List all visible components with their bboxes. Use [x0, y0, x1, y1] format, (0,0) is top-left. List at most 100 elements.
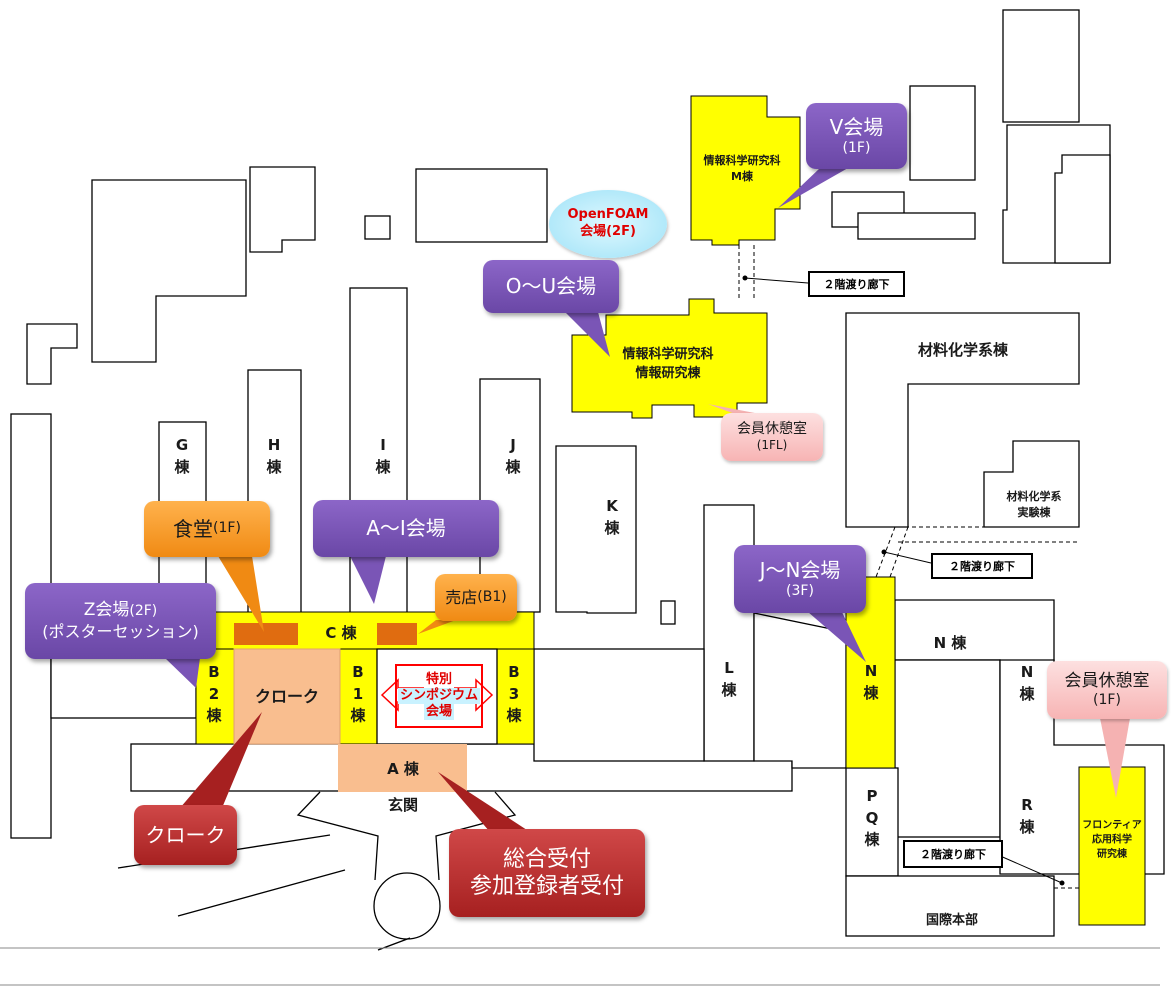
label-entrance: 玄関: [388, 796, 418, 814]
lounge-right-tail: [1100, 718, 1130, 798]
ai-venue-tail: [350, 556, 386, 604]
label-line: 棟: [863, 684, 879, 702]
label-line: 棟: [350, 707, 366, 725]
ou-venue-tail: [565, 312, 610, 357]
label-line: N 棟: [934, 634, 968, 652]
label-zairyo-jikken: 材料化学系実験棟: [1007, 489, 1062, 519]
building-b3-east: [533, 648, 705, 762]
highlight-areas: [195, 95, 1146, 926]
z-venue-title-row: Z会場(2F): [84, 600, 158, 621]
label-line: 2: [209, 685, 219, 703]
label-kokusai: 国際本部: [926, 912, 978, 928]
building-b1-yellow: [339, 648, 378, 745]
shop-callout: 売店 (B1): [435, 574, 517, 621]
label-line: 3: [509, 685, 519, 703]
corridors: [738, 245, 1079, 889]
corridor-middle-label: ２階渡り廊下: [931, 553, 1033, 579]
label-line: 棟: [721, 681, 737, 699]
cloak-title: クローク: [145, 822, 226, 847]
label-line: A 棟: [387, 760, 420, 778]
v-venue-floor: (1F): [842, 139, 871, 156]
shop-title: 売店: [445, 587, 478, 607]
corridor-top-label: ２階渡り廊下: [808, 271, 905, 297]
label-line: 棟: [174, 458, 190, 476]
openfoam-line2: 会場(2F): [580, 224, 636, 239]
building-johokagaku-m: [690, 95, 801, 246]
label-line: 応用科学: [1092, 833, 1132, 846]
label-line: 棟: [604, 519, 620, 537]
label-line: 棟: [506, 707, 522, 725]
label-line: 研究棟: [1097, 847, 1128, 860]
corridor-top-pointer: [744, 277, 809, 284]
label-a: A 棟: [387, 760, 420, 778]
label-line: 情報研究棟: [635, 365, 701, 381]
lounge-top-tail: [708, 404, 760, 414]
v-venue-tail: [778, 168, 848, 208]
z-venue-sub: (ポスターセッション): [42, 621, 199, 641]
corridor-middle-dot: [881, 549, 887, 555]
label-line: 棟: [864, 831, 880, 849]
label-cloak-room: クローク: [255, 687, 319, 706]
corridor-top-dash: [738, 245, 755, 298]
label-zairyo: 材料化学系棟: [918, 341, 1009, 359]
ou-venue-callout: O～U会場: [483, 260, 619, 313]
building-connector-small: [660, 600, 676, 625]
label-line: 材料化学系棟: [918, 341, 1009, 359]
label-line: L: [724, 659, 734, 677]
label-line: 棟: [375, 458, 391, 476]
label-line: N: [865, 662, 878, 680]
label-line: 1: [353, 685, 363, 703]
openfoam-callout: OpenFOAM 会場(2F): [549, 190, 667, 258]
label-line: R: [1021, 796, 1033, 814]
label-line: H: [268, 436, 281, 454]
entrance-circle: [373, 872, 441, 940]
z-venue-floor: (2F): [129, 603, 158, 620]
label-line: B: [208, 663, 219, 681]
label-line: M棟: [731, 169, 754, 183]
ai-venue-callout: A～I会場: [313, 500, 499, 557]
symposium-line2: シンポジウム: [397, 687, 480, 705]
label-line: 国際本部: [926, 912, 978, 928]
building-top-right-2: [909, 85, 976, 181]
jn-venue-floor: (3F): [786, 582, 814, 599]
label-line: 実験棟: [1018, 505, 1052, 519]
lounge-top-callout: 会員休憩室 (1FL): [721, 413, 823, 461]
jn-venue-tail: [808, 612, 866, 662]
v-venue-callout: V会場 (1F): [806, 103, 907, 169]
z-venue-tail: [165, 658, 200, 688]
openfoam-line1: OpenFOAM: [567, 207, 649, 223]
label-line: Q: [866, 809, 879, 827]
label-line: C 棟: [325, 624, 357, 642]
cloak-tail: [180, 712, 262, 808]
cafeteria-tail: [218, 556, 264, 632]
label-line: G: [176, 436, 188, 454]
lounge-right-callout: 会員休憩室 (1F): [1047, 661, 1167, 719]
building-a-highlight: [338, 744, 467, 792]
building-b2-yellow: [195, 648, 235, 745]
label-line: I: [380, 436, 386, 454]
jn-venue-title: J～N会場: [759, 557, 841, 582]
label-line: P: [867, 787, 878, 805]
building-top-right-6: [857, 212, 976, 240]
shop-floor: (B1): [477, 588, 507, 605]
building-top-wide: [415, 168, 548, 243]
cafeteria-title: 食堂: [173, 516, 214, 541]
corridor-top-dot: [742, 275, 748, 281]
jn-venue-callout: J～N会場 (3F): [734, 545, 866, 613]
building-kokusai: [845, 875, 1055, 937]
entrance-outline: [296, 791, 517, 881]
